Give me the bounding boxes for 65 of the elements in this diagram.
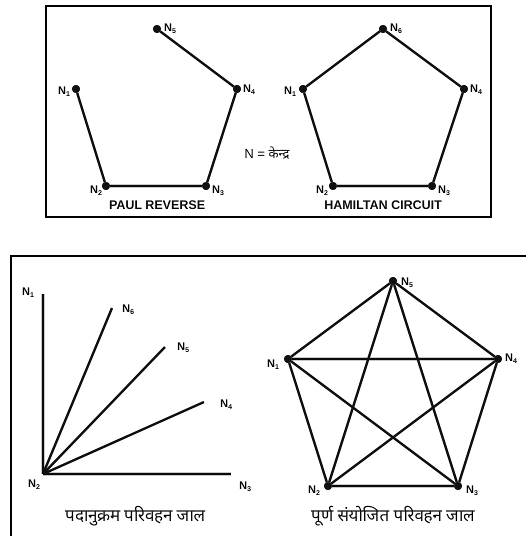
node-dot xyxy=(284,355,292,363)
caption: पदानुक्रम परिवहन जाल xyxy=(64,504,206,526)
node-dot xyxy=(454,482,462,490)
node-label: N$_{4}$ xyxy=(470,83,482,98)
connector-line xyxy=(337,184,428,188)
connector-line xyxy=(206,92,237,183)
node-dot xyxy=(233,85,241,93)
node-label: N$_{5}$ xyxy=(165,341,189,357)
connector-line xyxy=(432,92,464,183)
caption: पूर्ण संयोजित परिवहन जाल xyxy=(311,504,475,526)
node-dot xyxy=(202,182,210,190)
node-label: N$_{1}$ xyxy=(284,85,296,100)
node-dot xyxy=(329,182,337,190)
connector-line xyxy=(159,30,235,88)
node-label: N$_{5}$ xyxy=(401,276,413,291)
node-label: N$_{2}$ xyxy=(308,484,320,499)
connector-line xyxy=(302,92,334,183)
node-label: N$_{3}$ xyxy=(212,184,224,199)
connector-line xyxy=(330,360,496,485)
node-dot xyxy=(379,25,387,33)
node-label: N$_{3}$ xyxy=(231,470,251,496)
node-label: N$_{6}$ xyxy=(390,22,402,37)
connector-line xyxy=(43,472,231,476)
connector-line xyxy=(305,30,381,88)
node-dot xyxy=(299,85,307,93)
connector-line xyxy=(292,358,494,360)
connector-line xyxy=(110,184,202,188)
connector-line xyxy=(42,346,166,475)
node-dot xyxy=(72,85,80,93)
node-label: N$_{1}$ xyxy=(267,358,279,373)
node-label: N$_{1}$ xyxy=(22,286,43,304)
connector-line xyxy=(393,284,458,483)
connector-line xyxy=(290,282,391,358)
node-label: N$_{3}$ xyxy=(438,184,450,199)
connector-line xyxy=(332,484,454,488)
connector-line xyxy=(76,92,106,183)
node-label: N$_{4}$ xyxy=(243,83,255,98)
node-label: N$_{4}$ xyxy=(204,398,232,414)
node-label: N$_{2}$ xyxy=(316,184,328,199)
connector-line xyxy=(328,284,393,483)
node-dot xyxy=(389,277,397,285)
connector-line xyxy=(42,400,205,476)
caption: PAUL REVERSE xyxy=(108,198,206,212)
connector-line xyxy=(290,360,456,485)
caption: HAMILTAN CIRCUIT xyxy=(324,198,442,212)
connector-line xyxy=(42,308,114,474)
node-label: N$_{3}$ xyxy=(466,484,478,499)
node-dot xyxy=(153,25,161,33)
node-dot xyxy=(102,182,110,190)
node-dot xyxy=(460,85,468,93)
node-label: N$_{5}$ xyxy=(164,22,176,37)
node-label: N$_{2}$ xyxy=(90,184,102,199)
node-dot xyxy=(494,355,502,363)
node-label: N$_{2}$ xyxy=(28,474,48,494)
node-label: N$_{1}$ xyxy=(58,85,70,100)
node-label: N$_{6}$ xyxy=(112,303,134,319)
node-dot xyxy=(428,182,436,190)
connector-line xyxy=(458,362,498,483)
node-dot xyxy=(324,482,332,490)
connector-line xyxy=(385,30,462,88)
connector-line xyxy=(395,282,496,358)
connector-line xyxy=(288,362,328,483)
connector-line xyxy=(42,294,44,474)
node-label: N$_{4}$ xyxy=(505,352,517,367)
legend-note: N = केन्द्र xyxy=(244,145,290,162)
